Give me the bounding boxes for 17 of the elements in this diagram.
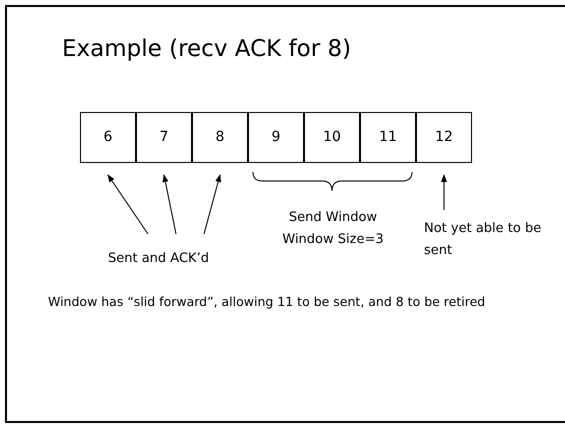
arrow	[107, 174, 148, 234]
annotation-text: Sent and ACK’d	[108, 248, 268, 268]
window-label: Send Window	[288, 209, 378, 227]
sequence-cell: 10	[304, 112, 360, 163]
arrow	[204, 174, 222, 234]
note-text: Window has “slid forward”, allowing 11 to be sent, and 8 to be retired	[48, 293, 486, 311]
sequence-cell: 6	[80, 112, 136, 163]
annotation-text: Not yet able to be sent	[424, 218, 552, 262]
arrow	[162, 174, 176, 234]
sequence-cell: 9	[248, 112, 304, 163]
sequence-cell: 11	[360, 112, 416, 163]
sequence-cell: 8	[192, 112, 248, 163]
sequence-cell: 12	[416, 112, 472, 163]
arrow	[441, 174, 447, 210]
slide-title: Example (recv ACK for 8)	[62, 35, 352, 64]
window-size-label: Window Size=3	[281, 231, 385, 249]
sequence-cell: 7	[136, 112, 192, 163]
